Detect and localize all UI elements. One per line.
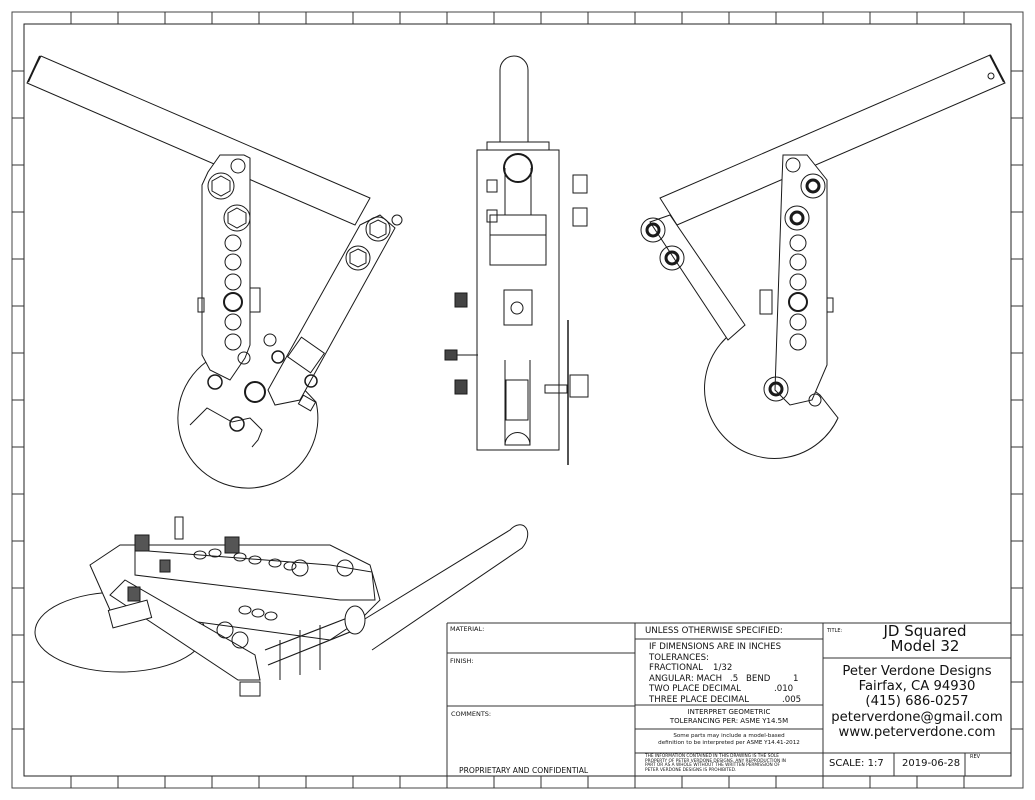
- company-name: Peter Verdone Designs: [842, 664, 992, 679]
- tolerances-block: IF DIMENSIONS ARE IN INCHES TOLERANCES: …: [649, 642, 802, 705]
- left-side-view: [26, 55, 403, 489]
- hole: [251, 608, 265, 618]
- drawing-title: JD Squared Model 32: [883, 622, 967, 655]
- title-label: TITLE:: [827, 628, 843, 634]
- tolerance-two-place: TWO PLACE DECIMAL .010: [649, 684, 794, 694]
- tolerance-angular: ANGULAR: MACH .5 BEND 1: [649, 673, 799, 684]
- mbd-note: Some parts may include a model-based def…: [658, 733, 800, 746]
- tolerance-fractional: FRACTIONAL 1/32: [649, 663, 733, 673]
- front-view: [444, 55, 589, 465]
- hole: [283, 561, 297, 571]
- hole: [233, 552, 247, 562]
- tolerance-three-place: THREE PLACE DECIMAL .005: [649, 694, 802, 705]
- unless-specified-label: UNLESS OTHERWISE SPECIFIED:: [645, 626, 783, 636]
- company-email: peterverdone@gmail.com: [831, 709, 1003, 725]
- material-label: MATERIAL:: [450, 625, 485, 633]
- right-side-view: [640, 54, 1006, 459]
- finish-label: FINISH:: [450, 657, 474, 665]
- tolerances-heading: TOLERANCES:: [649, 652, 709, 663]
- hole: [268, 558, 282, 568]
- drawing-date: 2019-06-28: [902, 758, 961, 769]
- scale-value: SCALE: 1:7: [829, 758, 884, 769]
- isometric-view: [34, 516, 529, 697]
- company-phone: (415) 686-0257: [865, 694, 969, 710]
- gdt-note: INTERPRET GEOMETRIC TOLERANCING PER: ASM…: [669, 708, 789, 725]
- hole: [208, 548, 222, 558]
- rev-label: REV: [970, 754, 981, 760]
- tolerance-units: IF DIMENSIONS ARE IN INCHES: [649, 642, 782, 652]
- zone-ticks: [12, 12, 1023, 788]
- hole: [248, 555, 262, 565]
- company-info: Peter Verdone Designs Fairfax, CA 94930 …: [823, 664, 1011, 740]
- title-block-frame: [446, 622, 1011, 776]
- proprietary-notice: THE INFORMATION CONTAINED IN THIS DRAWIN…: [645, 754, 787, 773]
- company-website: www.peterverdone.com: [838, 724, 996, 740]
- comments-label: COMMENTS:: [451, 710, 492, 718]
- hole: [193, 550, 207, 560]
- hole: [264, 611, 278, 621]
- hole: [238, 605, 252, 615]
- company-address: Fairfax, CA 94930: [858, 679, 976, 695]
- proprietary-label: PROPRIETARY AND CONFIDENTIAL: [459, 766, 589, 775]
